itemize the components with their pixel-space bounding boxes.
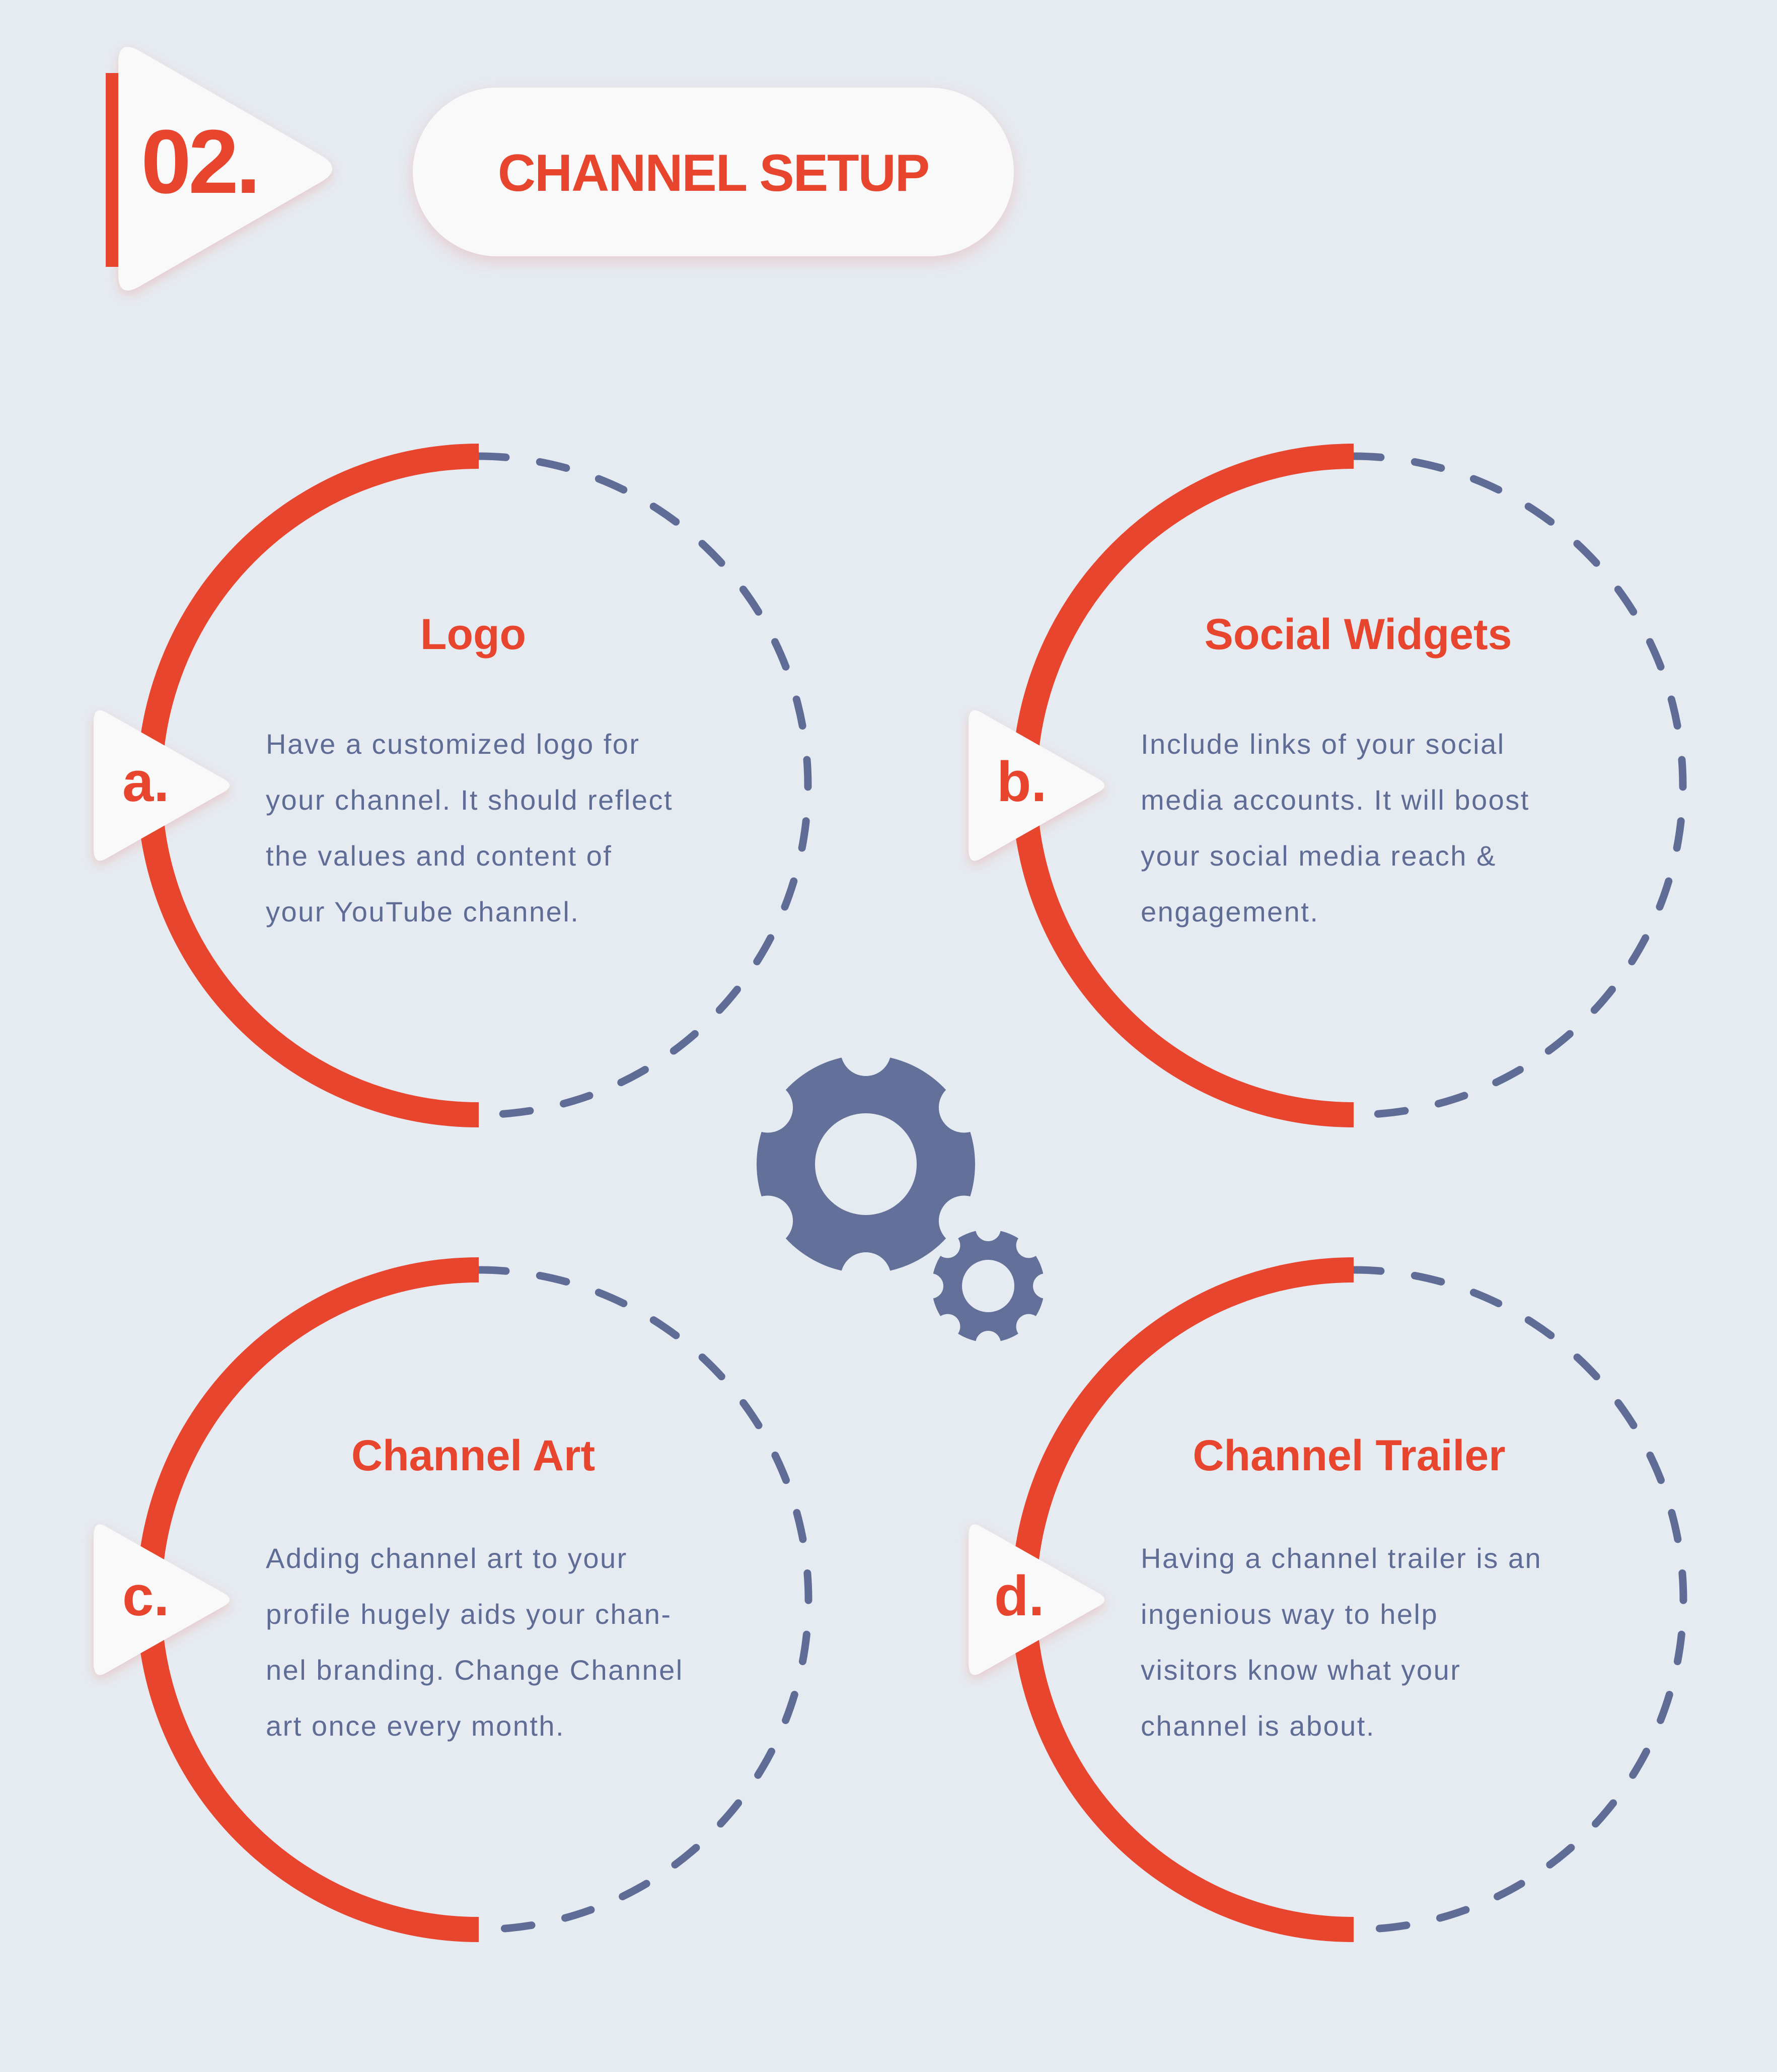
section-number: 02. bbox=[141, 111, 261, 212]
header-play-triangle bbox=[118, 46, 332, 291]
card-d-line: channel is about. bbox=[1141, 1710, 1375, 1742]
badge-a-label: a. bbox=[122, 750, 170, 813]
large-gear-icon bbox=[757, 1055, 975, 1273]
card-a-line: Have a customized logo for bbox=[266, 728, 640, 760]
small-gear-icon bbox=[932, 1230, 1045, 1342]
badge-b-label: b. bbox=[997, 750, 1047, 813]
card-c-line: nel branding. Change Channel bbox=[266, 1654, 684, 1686]
card-b-body: Include links of your social media accou… bbox=[1141, 716, 1644, 940]
card-b-line: Include links of your social bbox=[1141, 728, 1505, 760]
card-c-line: profile hugely aids your chan- bbox=[266, 1598, 672, 1630]
badge-a-triangle bbox=[94, 710, 230, 861]
section-title-pill: CHANNEL SETUP bbox=[413, 88, 1014, 256]
badge-b-triangle bbox=[969, 710, 1104, 861]
section-title: CHANNEL SETUP bbox=[497, 144, 930, 202]
card-b-line: media accounts. It will boost bbox=[1141, 784, 1530, 816]
card-a-line: your channel. It should reflect bbox=[266, 784, 674, 816]
badge-c-triangle bbox=[94, 1524, 230, 1675]
card-c-line: art once every month. bbox=[266, 1710, 565, 1742]
badge-d-triangle bbox=[969, 1524, 1104, 1675]
header-accent-bar bbox=[106, 73, 118, 267]
gears-icon bbox=[757, 1055, 1045, 1342]
card-d-body: Having a channel trailer is an ingenious… bbox=[1141, 1530, 1644, 1754]
card-d-line: ingenious way to help bbox=[1141, 1598, 1439, 1630]
card-a-title: Logo bbox=[420, 610, 527, 659]
card-c-body: Adding channel art to your profile hugel… bbox=[266, 1530, 769, 1754]
card-d-line: Having a channel trailer is an bbox=[1141, 1542, 1542, 1574]
card-c-line: Adding channel art to your bbox=[266, 1542, 628, 1574]
card-a-body: Have a customized logo for your channel.… bbox=[266, 716, 769, 940]
card-a-line: the values and content of bbox=[266, 840, 613, 872]
card-b-line: your social media reach & bbox=[1141, 840, 1497, 872]
card-c-title: Channel Art bbox=[351, 1432, 596, 1480]
card-a-line: your YouTube channel. bbox=[266, 896, 580, 927]
badge-c-label: c. bbox=[122, 1564, 170, 1627]
card-d-title: Channel Trailer bbox=[1193, 1432, 1506, 1480]
card-b-line: engagement. bbox=[1141, 896, 1319, 927]
card-d-line: visitors know what your bbox=[1141, 1654, 1461, 1686]
card-b-title: Social Widgets bbox=[1204, 610, 1512, 659]
badge-d-label: d. bbox=[994, 1564, 1045, 1627]
